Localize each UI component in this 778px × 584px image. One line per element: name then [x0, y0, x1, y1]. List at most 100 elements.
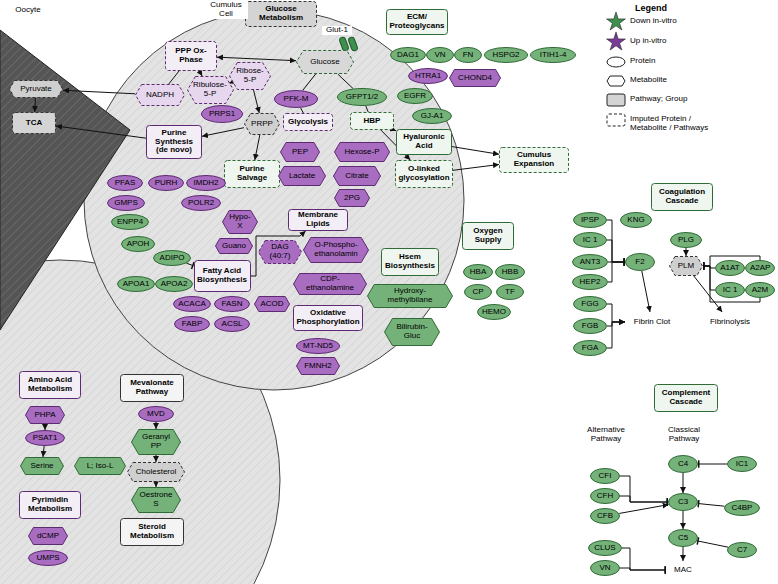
node-label: CFI — [599, 472, 612, 481]
protein-ellipse-shape — [671, 233, 702, 248]
protein-ellipse: HBB — [495, 264, 525, 280]
connector — [202, 128, 244, 137]
protein-ellipse: GMPS — [107, 195, 145, 211]
pathway-box: HBP — [350, 112, 394, 130]
node-label: DAG1 — [397, 51, 419, 60]
protein-ellipse: PURH — [148, 175, 184, 191]
legend-swatch — [606, 111, 626, 129]
connector — [56, 126, 146, 138]
metabolite-hexagon-shape — [335, 143, 390, 162]
protein-ellipse-shape — [746, 261, 775, 276]
node-label: PRPP — [251, 120, 273, 129]
metabolite-hexagon-shape — [335, 190, 370, 207]
node-label: IMDH2 — [194, 179, 219, 188]
node-label: CDP-ethanolamine — [299, 275, 361, 293]
node-label: EGFR — [404, 92, 426, 101]
node-label: A2AP — [750, 264, 770, 273]
connector — [366, 106, 369, 112]
node-label: HSPG2 — [492, 51, 519, 60]
pathway-box: ECM/ Proteoglycans — [386, 9, 448, 35]
protein-ellipse: VN — [590, 560, 620, 576]
protein-ellipse-shape — [574, 213, 607, 228]
protein-ellipse-shape — [485, 48, 528, 63]
connector — [698, 464, 727, 465]
connector — [686, 248, 687, 256]
metabolite-hexagon-shape — [245, 114, 280, 135]
metabolite-hexagon: FMNH2 — [296, 357, 340, 375]
protein-ellipse: IC 1 — [715, 282, 745, 298]
diagram-label: Cumulus Cell — [204, 1, 248, 19]
protein-ellipse: MT-ND5 — [296, 338, 340, 354]
protein-ellipse-shape — [139, 407, 174, 422]
protein-ellipse-shape — [122, 237, 155, 252]
protein-ellipse-shape — [716, 283, 745, 298]
node-label: Citrate — [345, 172, 369, 181]
connector — [683, 473, 684, 493]
pathway-box-shape — [294, 306, 363, 331]
node-label: PHPA — [34, 411, 55, 420]
node-label: Oxidative Phosphorylation — [296, 309, 360, 327]
node-label: Amino Acid Metabolism — [22, 376, 78, 394]
text-node: Fibrinolysis — [703, 314, 757, 330]
protein-ellipse: IPSP — [573, 212, 607, 228]
pathway-box: Mevalonate Pathway — [120, 374, 184, 402]
protein-ellipse-shape — [174, 297, 211, 312]
protein-ellipse-shape — [478, 305, 511, 320]
pathway-box: Steroid Metabolism — [120, 518, 184, 546]
protein-ellipse: PLG — [670, 232, 702, 248]
legend-swatch — [606, 53, 626, 71]
node-label: Fibrinolysis — [710, 318, 750, 327]
connector — [156, 455, 157, 462]
node-label: Oxygen Supply — [465, 227, 511, 245]
connector — [43, 446, 44, 457]
protein-ellipse: DAG1 — [390, 47, 426, 63]
connector — [156, 422, 157, 429]
node-label: C5 — [678, 534, 688, 543]
node-label: Mevalonate Pathway — [123, 379, 181, 397]
protein-ellipse: APOA2 — [155, 276, 193, 292]
protein-ellipse-shape — [626, 254, 655, 271]
metabolite-hexagon: Hexose-P — [334, 142, 390, 162]
node-label: PLM — [678, 262, 694, 271]
diagram-label: Alternative Pathway — [578, 426, 634, 444]
metabolite-hexagon-shape — [187, 77, 233, 104]
connector — [683, 511, 684, 529]
node-label: MVD — [147, 410, 165, 419]
node-label: Oestrone S — [137, 491, 175, 509]
protein-ellipse: PFAS — [107, 175, 143, 191]
node-label: 2PG — [344, 194, 360, 203]
node-label: DAG (40:7) — [264, 243, 296, 261]
protein-ellipse-shape — [118, 277, 155, 292]
node-label: Bilirubin-Gluc — [390, 323, 434, 341]
node-label: F2 — [635, 258, 644, 267]
diagram-label: Glut-1 — [322, 26, 352, 35]
node-label: C4 — [678, 460, 688, 469]
pathway-box: Hsem Biosynthesis — [381, 248, 439, 276]
metabolite-hexagon: PHPA — [25, 406, 65, 424]
metabolite-hexagon-shape — [670, 257, 703, 276]
node-label: ACACA — [178, 300, 206, 309]
node-label: Ribulose-5-P — [193, 81, 228, 99]
protein-ellipse: PFK-M — [274, 90, 318, 108]
protein-ellipse: IC1 — [727, 456, 757, 472]
legend-swatch — [606, 33, 626, 51]
node-label: Pyrimidin Metabolism — [22, 496, 78, 514]
connector — [45, 424, 46, 430]
protein-ellipse-shape — [108, 196, 145, 211]
protein-ellipse-shape — [591, 509, 620, 524]
node-label: C3 — [678, 498, 688, 507]
metabolite-hexagon: O-Phospho-ethanolamin — [303, 237, 369, 263]
protein-ellipse-shape — [591, 561, 620, 576]
protein-ellipse: EGFR — [397, 88, 433, 104]
protein-ellipse: CFB — [590, 508, 620, 524]
protein-ellipse-shape — [574, 233, 607, 248]
metabolite-hexagon: Glucose — [296, 50, 354, 74]
node-label: L; Iso-L — [87, 462, 114, 471]
protein-ellipse-shape — [574, 341, 607, 356]
node-label: KNG — [627, 216, 644, 225]
pathway-box-shape — [284, 114, 333, 131]
node-label: A2M — [752, 286, 768, 295]
pathway-box: Purine Synthesis (de novo) — [146, 125, 202, 159]
node-label: IPSP — [581, 216, 599, 225]
metabolite-hexagon-shape — [26, 407, 65, 424]
